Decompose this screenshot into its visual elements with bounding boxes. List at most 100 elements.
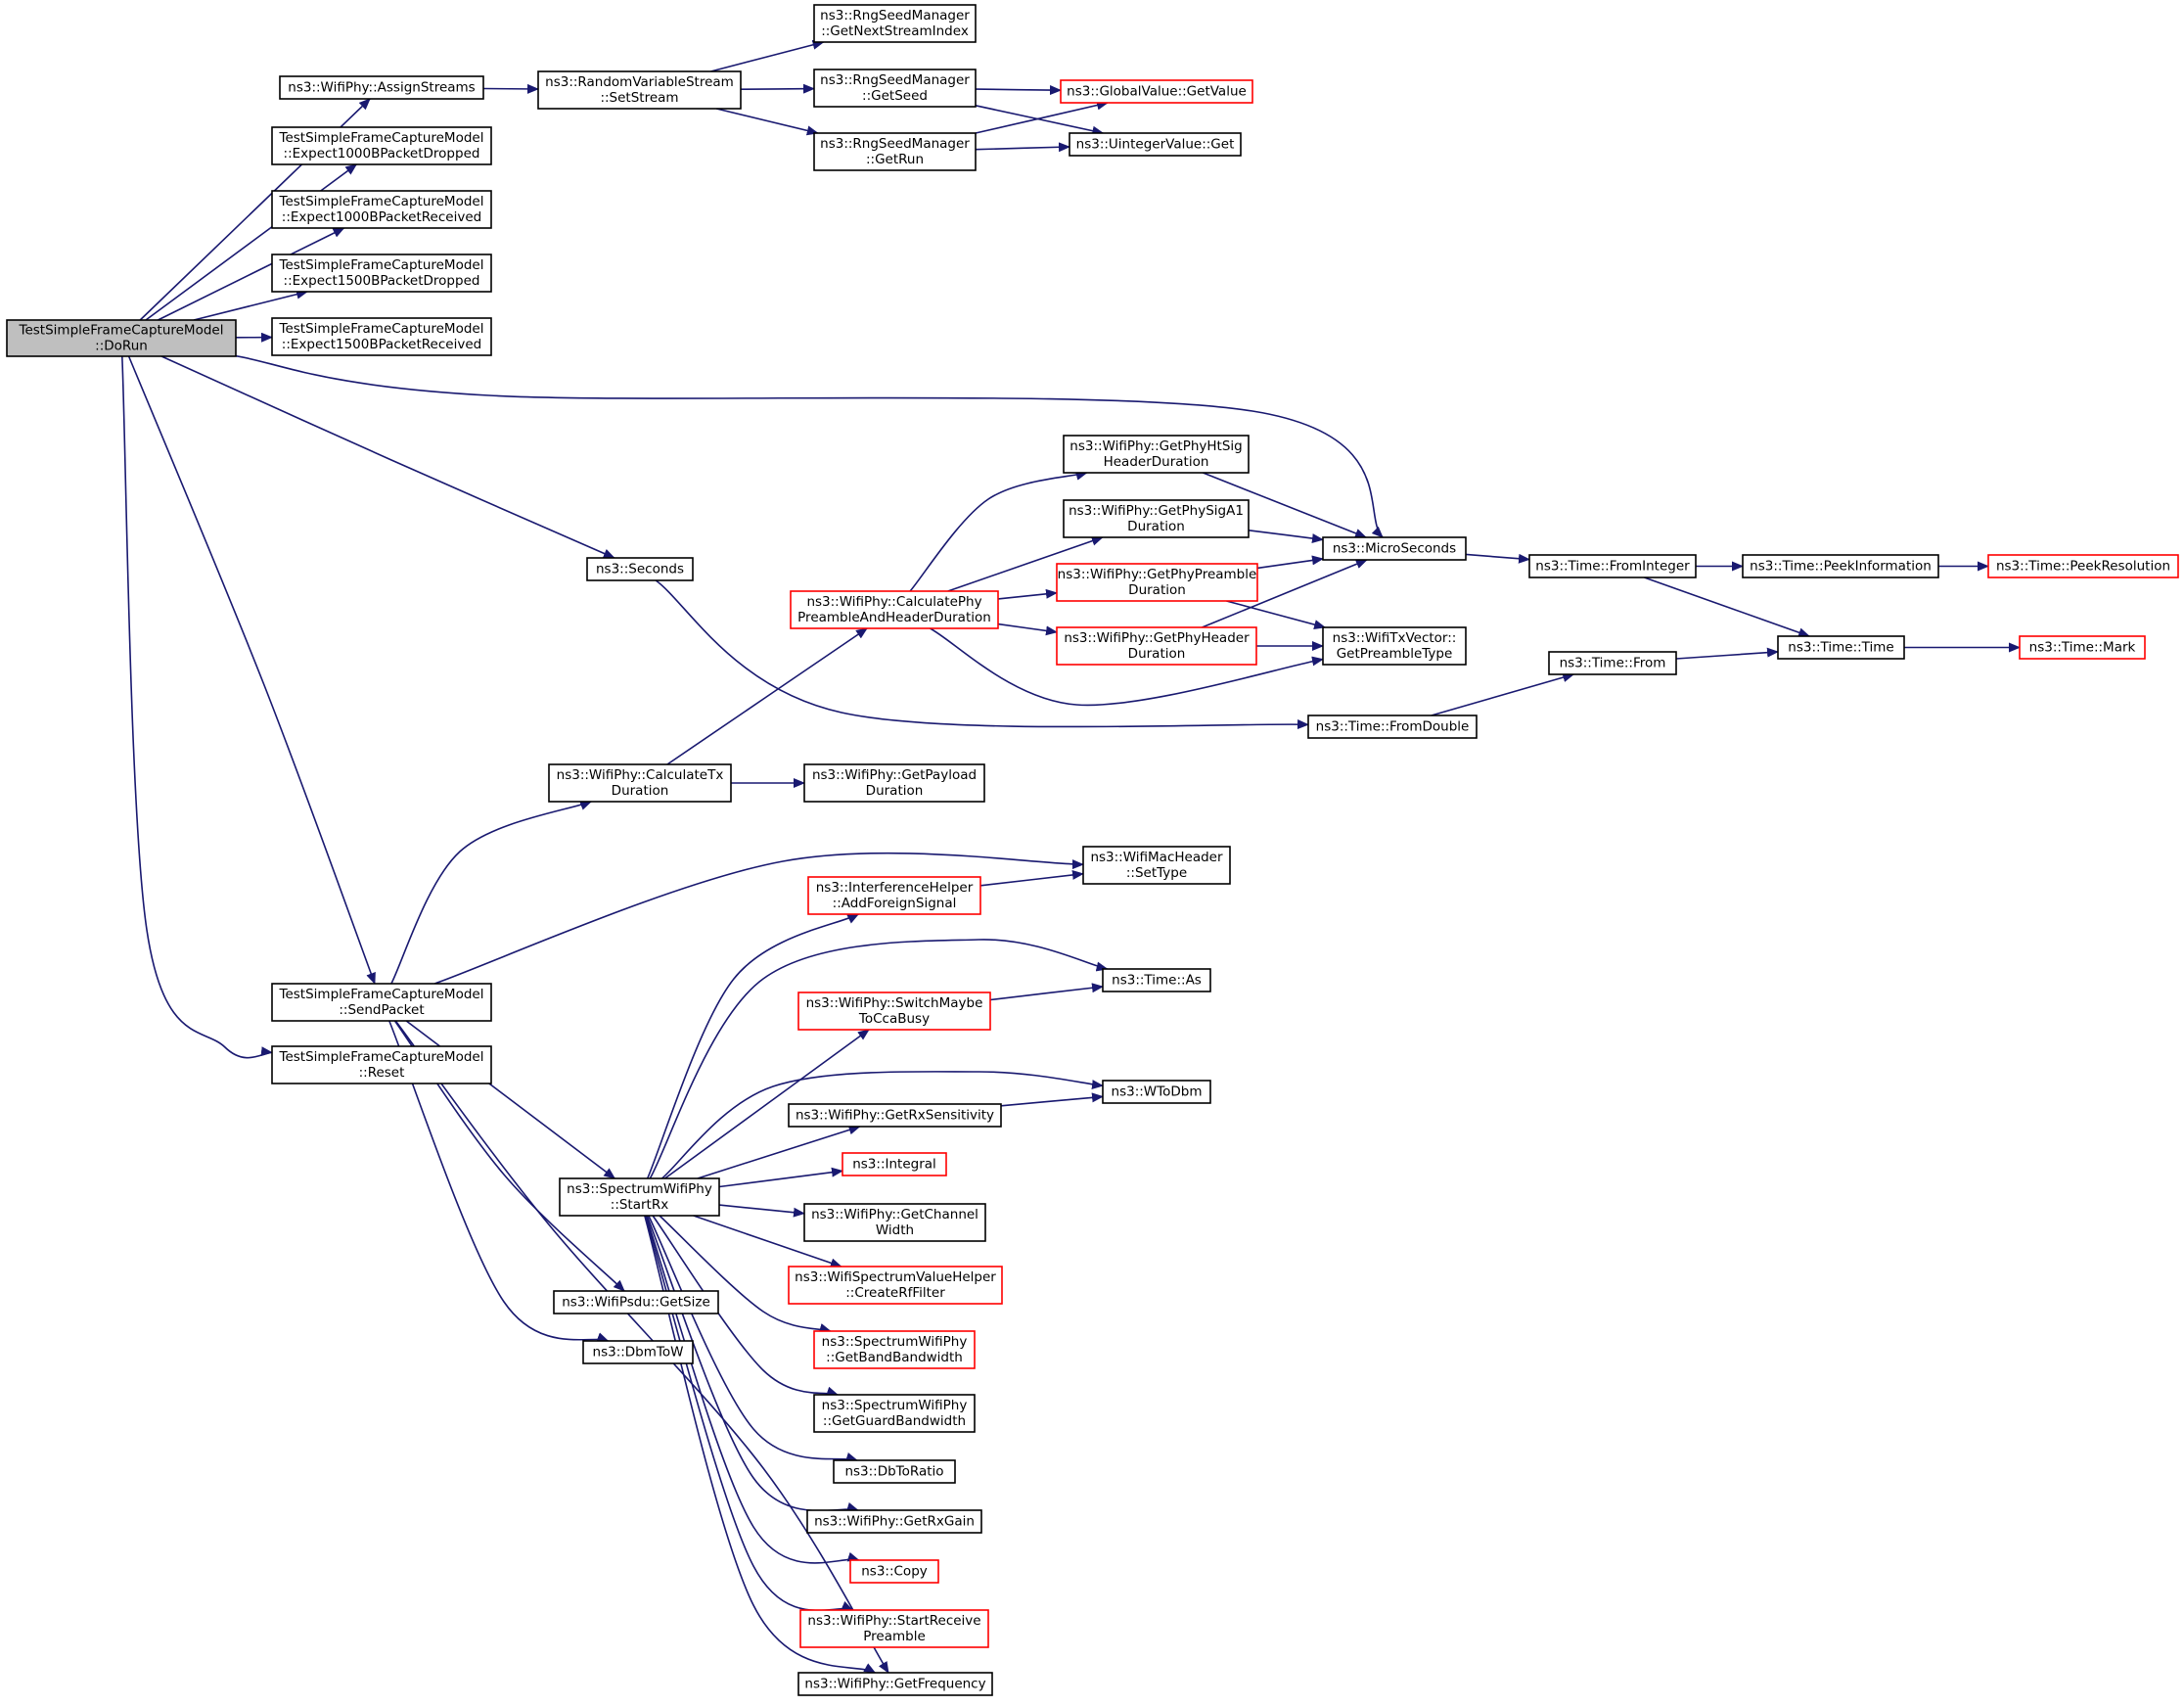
node-label-line: ns3::Time::From	[1560, 656, 1666, 671]
node-send[interactable]: TestSimpleFrameCaptureModel::SendPacket	[271, 983, 492, 1022]
node-label-line: ::CreateRfFilter	[845, 1285, 945, 1301]
node-uintget[interactable]: ns3::UintegerValue::Get	[1069, 132, 1242, 157]
edge-calcpre-to-siga1	[947, 535, 1104, 592]
edge-calcpre-to-header	[997, 622, 1058, 636]
node-assign[interactable]: ns3::WifiPhy::AssignStreams	[279, 75, 484, 100]
node-box	[1548, 651, 1677, 675]
node-label-line: ::Expect1500BPacketReceived	[282, 337, 481, 352]
edge-startrx-to-chwidth	[718, 1204, 805, 1218]
edge-line	[997, 622, 1058, 636]
edge-line	[660, 1071, 1104, 1179]
node-label-line: ::GetSeed	[862, 88, 928, 104]
node-e1500d[interactable]: TestSimpleFrameCaptureModel::Expect1500B…	[271, 254, 492, 293]
node-micro[interactable]: ns3::MicroSeconds	[1322, 536, 1467, 561]
edge-startrx-to-copy	[645, 1215, 860, 1564]
node-from[interactable]: ns3::Time::From	[1548, 651, 1677, 675]
node-timeas[interactable]: ns3::Time::As	[1102, 968, 1211, 992]
edge-line	[235, 354, 1384, 538]
edge-line	[975, 100, 1109, 134]
node-label-line: ns3::WifiPhy::CalculatePhy	[806, 594, 981, 610]
node-dbmtow[interactable]: ns3::DbmToW	[582, 1340, 694, 1364]
node-rxgain[interactable]: ns3::WifiPhy::GetRxGain	[806, 1509, 982, 1534]
node-box	[559, 1177, 720, 1217]
node-copy[interactable]: ns3::Copy	[849, 1559, 939, 1584]
edge-line	[718, 1204, 805, 1218]
node-peekinfo[interactable]: ns3::Time::PeekInformation	[1742, 554, 1939, 578]
node-mark[interactable]: ns3::Time::Mark	[2019, 635, 2146, 660]
node-box	[1307, 715, 1478, 739]
edge-setstream-to-nextidx	[710, 39, 825, 72]
edge-startrx-to-integral	[718, 1167, 843, 1188]
node-txvec[interactable]: ns3::WifiTxVector::GetPreambleType	[1322, 626, 1467, 666]
node-getfreq[interactable]: ns3::WifiPhy::GetFrequency	[797, 1672, 993, 1696]
node-box	[1102, 968, 1211, 992]
node-guardbw[interactable]: ns3::SpectrumWifiPhy::GetGuardBandwidth	[813, 1394, 976, 1433]
edge-line	[1431, 672, 1575, 716]
edge-calctx-to-calcpre	[666, 627, 868, 765]
node-e1000d[interactable]: TestSimpleFrameCaptureModel::Expect1000B…	[271, 126, 492, 165]
node-root[interactable]: TestSimpleFrameCaptureModel::DoRun	[6, 319, 237, 357]
node-getrun[interactable]: ns3::RngSeedManager::GetRun	[813, 132, 977, 171]
edge-line	[697, 1125, 861, 1179]
edge-line	[1256, 555, 1324, 570]
node-label-line: ns3::SpectrumWifiPhy	[822, 1398, 968, 1413]
node-fromdbl[interactable]: ns3::Time::FromDouble	[1307, 715, 1478, 739]
node-reset[interactable]: TestSimpleFrameCaptureModel::Reset	[271, 1045, 492, 1084]
node-e1500r[interactable]: TestSimpleFrameCaptureModel::Expect1500B…	[271, 317, 492, 356]
node-wtodbm[interactable]: ns3::WToDbm	[1102, 1080, 1211, 1104]
node-box	[788, 1266, 1003, 1305]
edge-setstream-to-getseed	[740, 83, 815, 94]
node-getseed[interactable]: ns3::RngSeedManager::GetSeed	[813, 69, 977, 108]
node-gvget[interactable]: ns3::GlobalValue::GetValue	[1060, 79, 1253, 104]
node-startrx[interactable]: ns3::SpectrumWifiPhy::StartRx	[559, 1177, 720, 1217]
node-nextidx[interactable]: ns3::RngSeedManager::GetNextStreamIndex	[813, 4, 977, 43]
edge-line	[121, 355, 273, 1059]
edge-line	[158, 227, 345, 321]
node-label-line: ::StartRx	[611, 1197, 668, 1213]
node-rffilter[interactable]: ns3::WifiSpectrumValueHelper::CreateRfFi…	[788, 1266, 1003, 1305]
node-label-line: ns3::WifiPhy::SwitchMaybe	[806, 995, 983, 1011]
node-addforeign[interactable]: ns3::InterferenceHelper::AddForeignSigna…	[807, 876, 981, 915]
node-bandbw[interactable]: ns3::SpectrumWifiPhy::GetBandBandwidth	[813, 1330, 976, 1369]
node-settype[interactable]: ns3::WifiMacHeader::SetType	[1082, 846, 1231, 885]
node-integral[interactable]: ns3::Integral	[842, 1152, 947, 1176]
node-setstream[interactable]: ns3::RandomVariableStream::SetStream	[537, 70, 742, 110]
node-label-line: ns3::WifiPsdu::GetSize	[562, 1295, 710, 1311]
node-label-line: ::AddForeignSignal	[833, 896, 957, 911]
node-e1000r[interactable]: TestSimpleFrameCaptureModel::Expect1000B…	[271, 190, 492, 229]
node-calcpre[interactable]: ns3::WifiPhy::CalculatePhyPreambleAndHea…	[790, 590, 999, 629]
node-box	[1060, 79, 1253, 104]
node-label-line: ::SetType	[1126, 865, 1187, 881]
node-fromint[interactable]: ns3::Time::FromInteger	[1528, 554, 1697, 578]
node-rxsens[interactable]: ns3::WifiPhy::GetRxSensitivity	[788, 1103, 1002, 1128]
node-label-line: Duration	[1127, 519, 1185, 534]
node-label-line: TestSimpleFrameCaptureModel	[279, 321, 484, 337]
node-box	[271, 254, 492, 293]
edge-line	[160, 355, 615, 559]
edge-seconds-to-fromdbl	[655, 579, 1309, 730]
node-psdusize[interactable]: ns3::WifiPsdu::GetSize	[553, 1290, 719, 1314]
edge-assign-to-setstream	[482, 83, 539, 94]
node-label-line: ns3::Time::FromDouble	[1316, 719, 1470, 735]
edge-startrx-to-wtodbm	[660, 1071, 1104, 1179]
edge-getrun-to-gvget	[975, 100, 1109, 134]
node-label-line: ns3::RandomVariableStream	[545, 74, 734, 90]
node-box	[582, 1340, 694, 1364]
edge-line	[1202, 559, 1368, 628]
node-label-line: ns3::Copy	[861, 1564, 928, 1580]
node-seconds[interactable]: ns3::Seconds	[586, 557, 694, 581]
node-label-line: ns3::DbToRatio	[844, 1464, 943, 1480]
node-peekres[interactable]: ns3::Time::PeekResolution	[1987, 554, 2179, 578]
edge-line	[718, 1167, 843, 1188]
node-time[interactable]: ns3::Time::Time	[1777, 635, 1905, 660]
node-dbtoratio[interactable]: ns3::DbToRatio	[833, 1459, 956, 1484]
